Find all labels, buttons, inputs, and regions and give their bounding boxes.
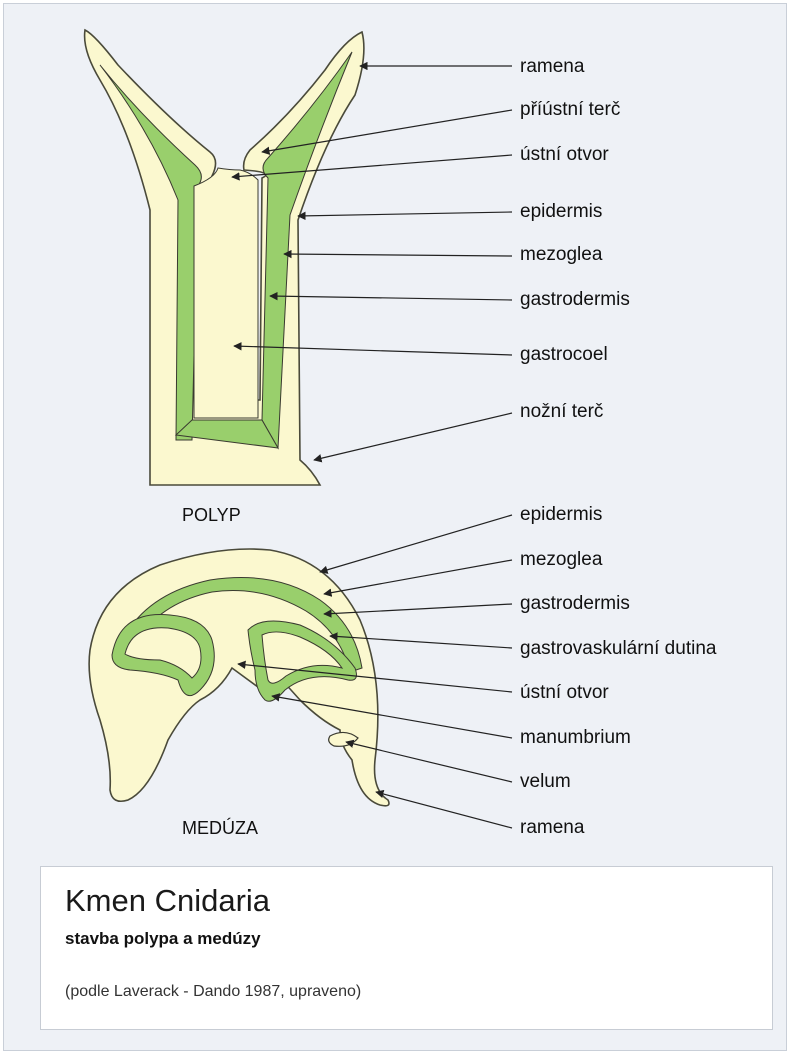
caption-subtitle: stavba polypa a medúzy: [65, 929, 261, 949]
polyp-label-nozni-terc: nožní terč: [520, 401, 603, 422]
polyp-label-gastrodermis: gastrodermis: [520, 289, 630, 310]
polyp-label-ramena: ramena: [520, 56, 585, 77]
meduza-label-ustni-otvor: ústní otvor: [520, 682, 609, 703]
meduza-label-manumbrium: manumbrium: [520, 727, 631, 748]
cnidaria-diagram: POLYP ramena příústní terč ústní otvor e…: [0, 0, 789, 860]
caption-source: (podle Laverack - Dando 1987, upraveno): [65, 983, 361, 1001]
meduza-label-gastrodermis: gastrodermis: [520, 593, 630, 614]
polyp-label-ustni-otvor: ústní otvor: [520, 144, 609, 165]
meduza-title: MEDÚZA: [182, 817, 258, 838]
polyp-title: POLYP: [182, 505, 241, 525]
meduza-label-velum: velum: [520, 771, 571, 792]
polyp-drawing: [85, 30, 364, 485]
caption-box: Kmen Cnidaria stavba polypa a medúzy (po…: [40, 866, 773, 1030]
polyp-label-mezoglea: mezoglea: [520, 244, 603, 265]
meduza-label-ramena: ramena: [520, 817, 585, 838]
meduza-label-mezoglea: mezoglea: [520, 549, 603, 570]
polyp-label-gastrocoel: gastrocoel: [520, 344, 608, 365]
polyp-label-epidermis: epidermis: [520, 201, 602, 222]
polyp-label-priustni-terc: příústní terč: [520, 99, 620, 120]
polyp-gastrocoel: [194, 168, 258, 418]
meduza-label-gastrovaskularni-dutina: gastrovaskulární dutina: [520, 638, 717, 659]
meduza-drawing: [89, 549, 389, 806]
meduza-label-epidermis: epidermis: [520, 504, 602, 525]
caption-title: Kmen Cnidaria: [65, 883, 270, 919]
